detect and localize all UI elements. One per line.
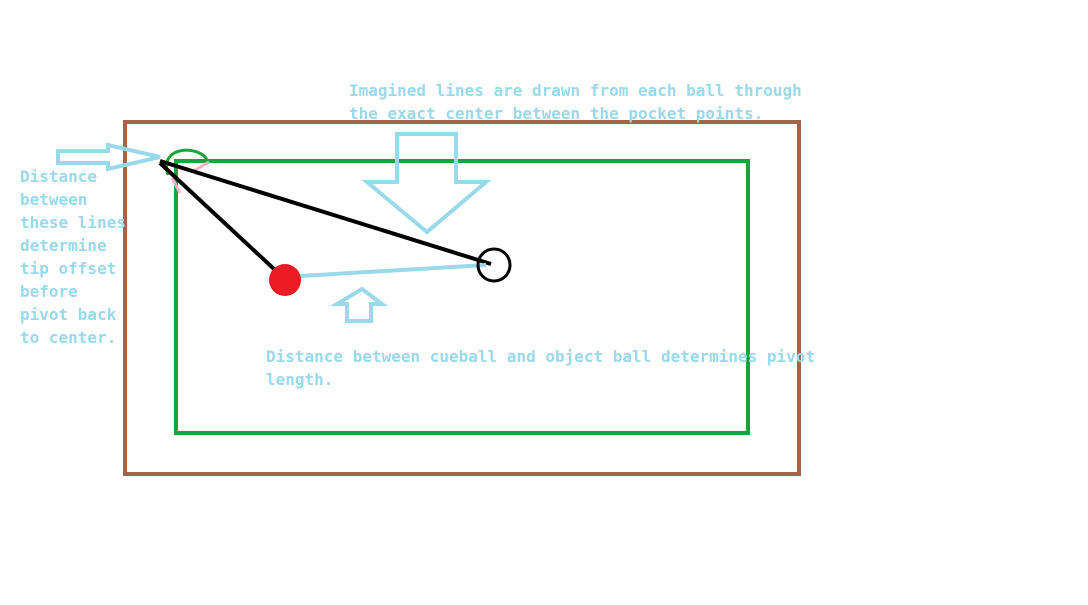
- left-annotation-line-5: tip offset: [20, 259, 116, 278]
- left-annotation-line-2: between: [20, 190, 87, 209]
- top-annotation-line-1: Imagined lines are drawn from each ball …: [349, 81, 802, 100]
- bottom-annotation-line-1: Distance between cueball and object ball…: [266, 347, 815, 366]
- ball-distance-line: [299, 263, 487, 278]
- pocket-mark-left: [170, 177, 182, 194]
- bottom-annotation-line-2: length.: [266, 370, 333, 389]
- left-annotation-line-8: to center.: [20, 328, 116, 347]
- object-ball-aim-line: [159, 159, 492, 266]
- left-annotation-line-3: these lines: [20, 213, 126, 232]
- up-arrow: [329, 286, 388, 323]
- cue-ball-aim-line: [158, 161, 290, 284]
- object-ball: [476, 247, 512, 283]
- left-annotation-line-7: pivot back: [20, 305, 117, 324]
- left-annotation-line-1: Distance: [20, 167, 97, 186]
- left-annotation-line-4: determine: [20, 236, 107, 255]
- cue-ball: [269, 264, 301, 296]
- down-arrow: [361, 132, 492, 235]
- right-arrow: [56, 142, 161, 172]
- table-rail: [123, 120, 801, 476]
- table-cushion: [174, 159, 750, 435]
- top-annotation-line-2: the exact center between the pocket poin…: [349, 104, 763, 123]
- left-annotation-line-6: before: [20, 282, 78, 301]
